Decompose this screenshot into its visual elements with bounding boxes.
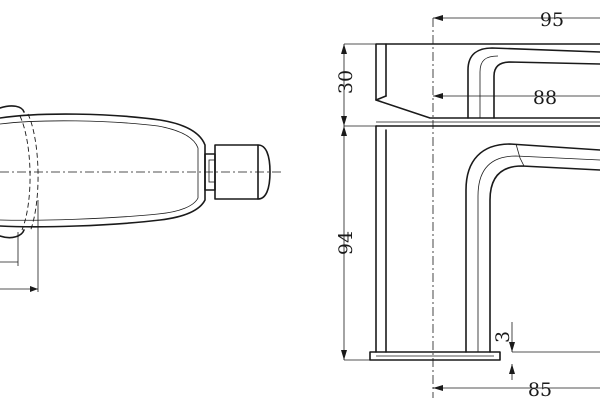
lever-arm-inner bbox=[493, 61, 600, 119]
handle-hidden-curve-outer bbox=[27, 113, 39, 233]
spout-inner bbox=[489, 165, 600, 353]
dim-88-arrow bbox=[433, 93, 443, 99]
dim-3-arrow-low bbox=[509, 364, 515, 374]
faucet-side-view: 95 88 30 94 3 85 bbox=[335, 9, 600, 401]
dim-94-arrow-top bbox=[341, 126, 347, 136]
faucet-top-view bbox=[0, 105, 282, 292]
spout-mid-line bbox=[477, 155, 600, 352]
dim-95-label: 95 bbox=[540, 9, 564, 31]
dim-85-label: 85 bbox=[528, 379, 552, 401]
dim-30-label: 30 bbox=[335, 70, 357, 94]
dim-3-arrow bbox=[509, 342, 515, 352]
lever-arm-outer bbox=[467, 47, 600, 119]
lever-head bbox=[375, 43, 600, 119]
base-plate bbox=[369, 351, 501, 361]
handle-hidden-curve-inner bbox=[19, 115, 31, 231]
dim-85-arrow bbox=[433, 385, 443, 391]
lever-chamfer bbox=[375, 95, 387, 101]
spout-outer bbox=[465, 143, 600, 353]
dim-88-label: 88 bbox=[533, 87, 557, 109]
lever-arm-highlight bbox=[479, 55, 499, 118]
handle-outline bbox=[0, 113, 206, 228]
dim-94-label: 94 bbox=[335, 231, 357, 255]
handle-inner-line bbox=[0, 120, 199, 221]
connector-inner bbox=[208, 159, 216, 183]
cartridge-body bbox=[214, 144, 271, 200]
dim-94-arrow-bottom bbox=[341, 350, 347, 360]
spout-tip-detail bbox=[515, 143, 525, 167]
dim-95-arrow bbox=[433, 15, 443, 21]
left-dim-arrow bbox=[30, 286, 38, 292]
handle-left-cap bbox=[0, 105, 25, 239]
dim-30-arrow-top bbox=[341, 44, 347, 54]
dim-30-arrow-bottom bbox=[341, 116, 347, 126]
dim-3-label: 3 bbox=[492, 331, 514, 343]
